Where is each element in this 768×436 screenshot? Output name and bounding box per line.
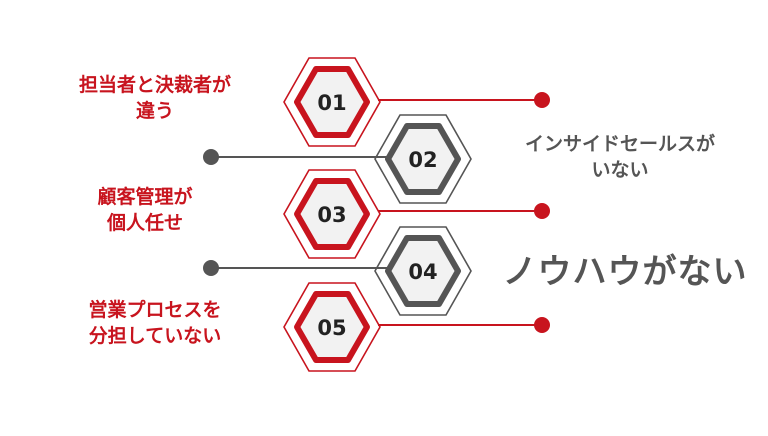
hex-number-02: 02 [408,148,437,172]
step-label-05: 営業プロセスを 分担していない [55,298,255,349]
hex-number-05: 05 [317,316,346,340]
connector-dot-03 [534,203,550,219]
step-label-04: ノウハウがない [490,250,760,296]
connector-dot-01 [534,92,550,108]
hex-01: 01 [283,57,381,147]
connector-01 [378,92,550,108]
step-label-04-line-1: ノウハウがない [502,252,748,292]
step-label-03-line-1: 顧客管理が [97,186,193,208]
connector-02 [203,149,388,165]
step-label-02-line-1: インサイドセールスが [524,133,715,155]
step-label-01-line-2: 違う [135,99,174,122]
hex-number-01: 01 [317,91,346,115]
connector-04 [203,260,388,276]
connector-05 [378,317,550,333]
hex-03: 03 [283,169,381,259]
step-label-01: 担当者と決裁者が 違う [50,73,260,124]
step-label-03: 顧客管理が 個人任せ [60,185,230,236]
hex-02: 02 [374,114,472,204]
connector-dot-02 [203,149,219,165]
step-label-05-line-2: 分担していない [88,324,222,347]
step-label-03-line-2: 個人任せ [106,211,183,234]
step-label-01-line-1: 担当者と決裁者が [78,74,231,96]
step-label-02-line-2: いない [591,158,649,181]
hex-number-03: 03 [317,203,346,227]
hex-04: 04 [374,226,472,316]
connector-dot-05 [534,317,550,333]
hex-05: 05 [283,282,381,372]
step-label-02: インサイドセールスが いない [480,132,760,183]
hex-number-04: 04 [408,260,437,284]
step-label-05-line-1: 営業プロセスを [88,299,222,321]
connector-03 [378,203,550,219]
connector-dot-04 [203,260,219,276]
